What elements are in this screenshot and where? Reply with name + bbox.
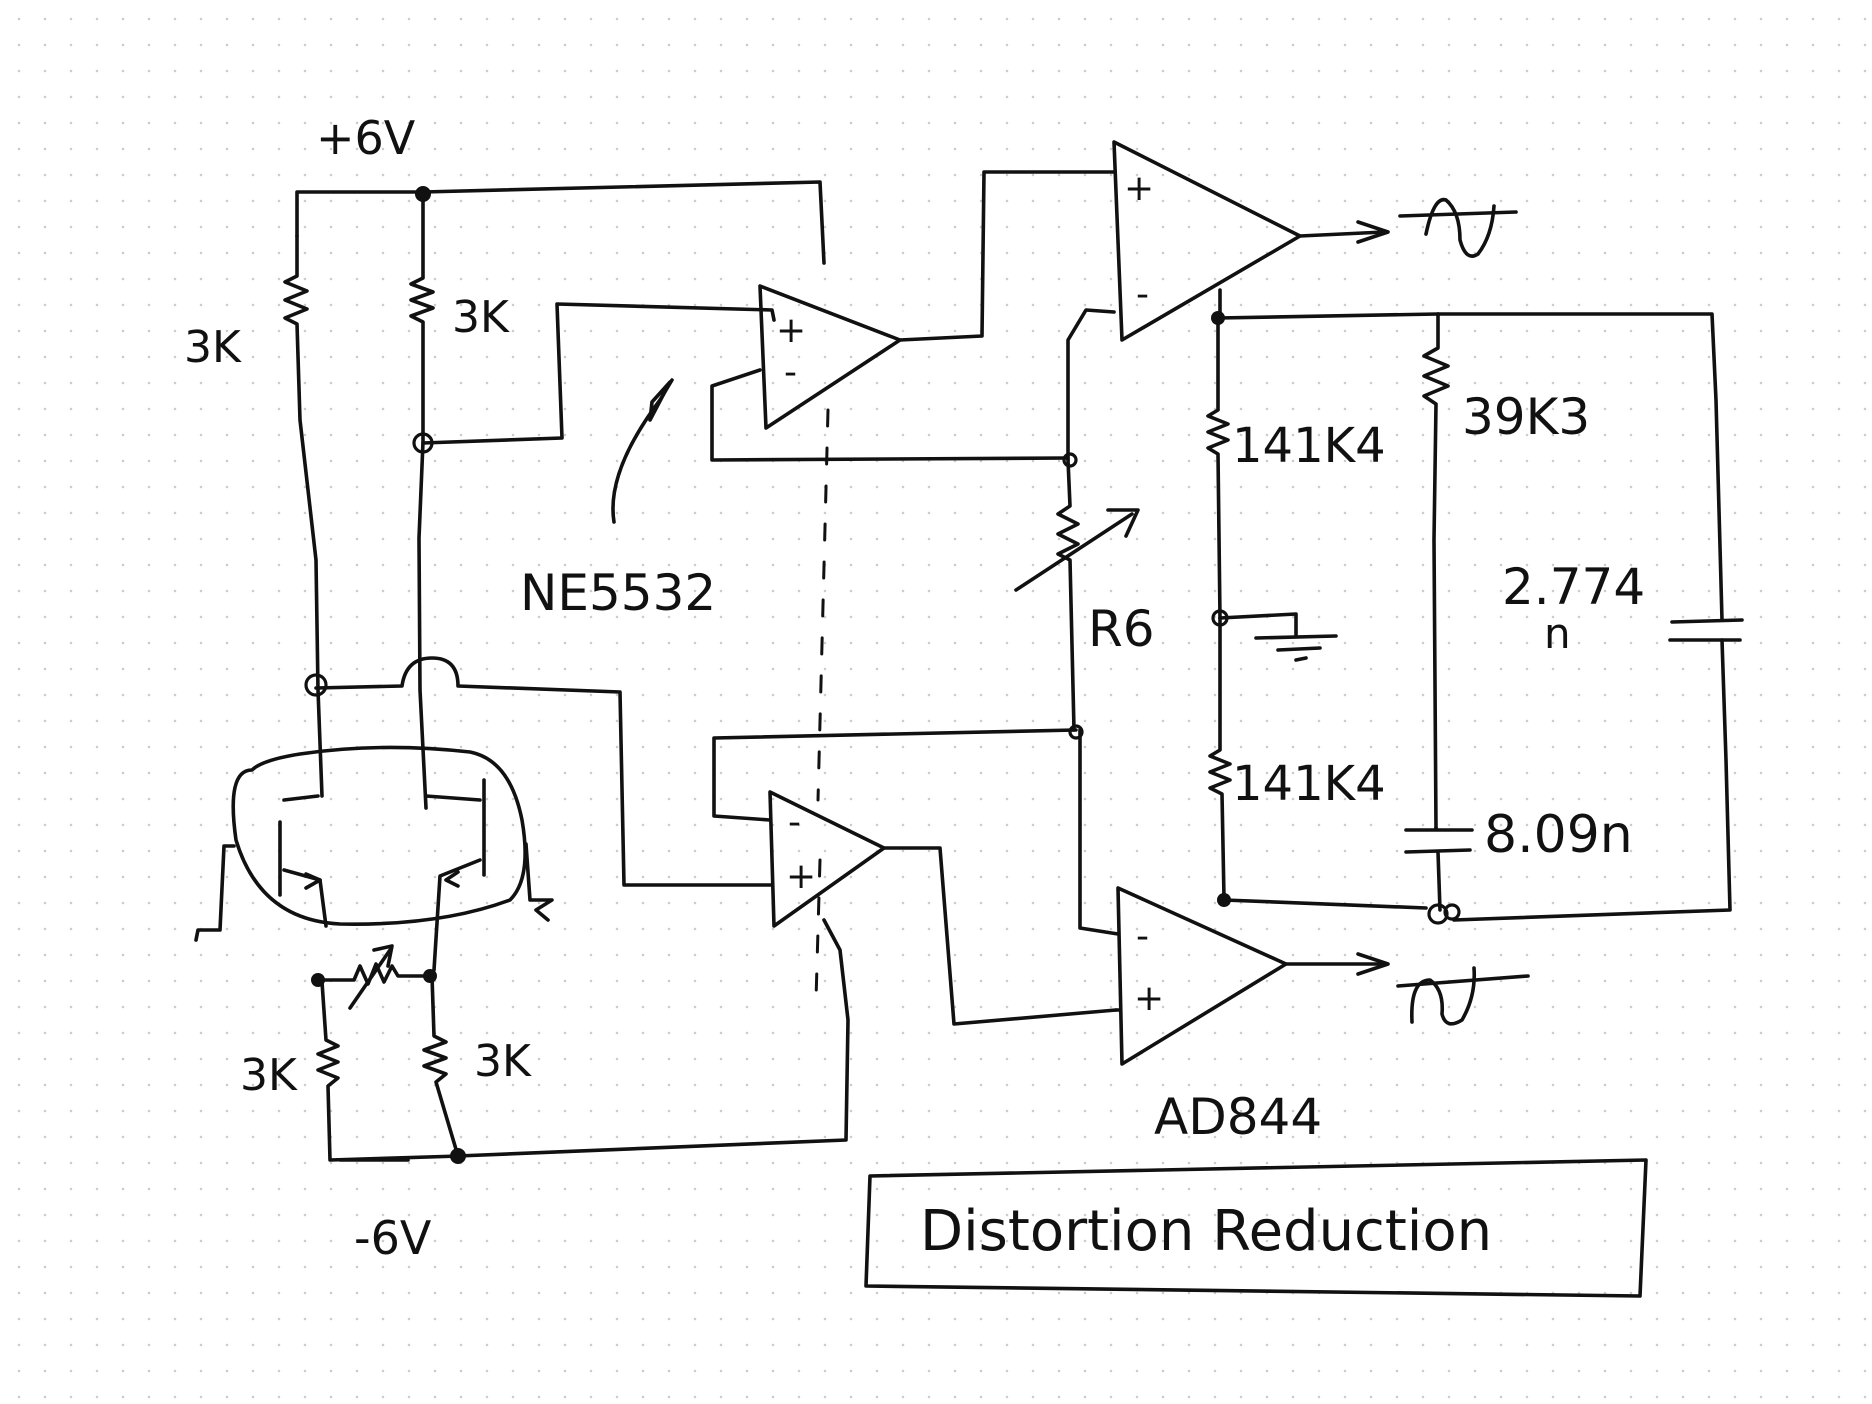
opamp-ad844-lower-symbol xyxy=(1078,728,1390,1066)
label-supply-pos: +6V xyxy=(316,111,416,165)
label-r-bottom-left: 3K xyxy=(240,1050,298,1101)
label-r-top-left: 3K xyxy=(184,322,242,373)
resistor-bottom-right-symbol xyxy=(422,974,460,1158)
pin-ne5532-lower-minus: - xyxy=(788,802,801,843)
label-r-fb-lower: 141K4 xyxy=(1232,756,1386,812)
pin-ad844-upper-plus: + xyxy=(1124,168,1154,209)
dual-package-link xyxy=(816,408,830,802)
transistor-pair-symbol xyxy=(194,745,554,972)
label-r-gain: R6 xyxy=(1088,600,1155,658)
sine-wave-output-lower-icon xyxy=(1396,966,1530,1026)
top-supply-rail xyxy=(295,180,826,265)
resistor-fb-lower-symbol xyxy=(1208,616,1232,900)
label-r-bottom-right: 3K xyxy=(474,1036,532,1087)
node-top-right-divider xyxy=(412,302,776,454)
resistor-filter-symbol xyxy=(1422,312,1450,830)
diagram-title: Distortion Reduction xyxy=(920,1199,1492,1264)
pin-ad844-lower-plus: + xyxy=(1134,978,1164,1019)
feedback-network xyxy=(1206,288,1744,925)
node-supply-neg xyxy=(450,1148,466,1164)
label-r-top-right: 3K xyxy=(452,292,510,343)
pin-ad844-upper-minus: - xyxy=(1136,274,1149,315)
resistor-fb-upper-symbol xyxy=(1206,316,1230,620)
ground-symbol xyxy=(1254,634,1338,662)
capacitor-8-09n-symbol xyxy=(1404,826,1474,912)
node-left-divider xyxy=(304,656,774,887)
ne5532-pointer-arrow-icon xyxy=(611,378,674,524)
label-cap-filter-a-unit: n xyxy=(1544,609,1571,658)
opamp-ne5532-lower-symbol xyxy=(712,728,1118,1026)
resistor-bottom-left-symbol xyxy=(316,980,462,1162)
label-cap-filter-a-value: 2.774 xyxy=(1502,558,1645,616)
pin-ne5532-upper-minus: - xyxy=(784,352,797,393)
emitter-trim-pot-symbol xyxy=(311,944,437,1010)
r6-variable-resistor-symbol xyxy=(1014,452,1140,740)
pin-ad844-lower-minus: - xyxy=(1136,916,1149,957)
label-cap-filter-b: 8.09n xyxy=(1484,805,1633,865)
label-opamp-output: AD844 xyxy=(1154,1088,1322,1146)
opamp-ad844-upper-symbol xyxy=(1066,140,1390,462)
label-r-filter: 39K3 xyxy=(1462,388,1590,446)
label-opamp-driver: NE5532 xyxy=(520,564,716,622)
title-box xyxy=(864,1158,1648,1298)
bottom-supply-rail xyxy=(338,918,850,1164)
resistor-top-right-symbol xyxy=(409,192,435,810)
pin-ne5532-upper-plus: + xyxy=(776,310,806,351)
resistor-top-left-symbol xyxy=(283,234,324,798)
label-r-fb-upper: 141K4 xyxy=(1232,418,1386,474)
label-supply-neg: -6V xyxy=(354,1211,432,1265)
capacitor-2-774n-symbol xyxy=(1668,618,1744,642)
opamp-ne5532-upper-symbol xyxy=(710,170,1116,462)
pin-ne5532-lower-plus: + xyxy=(786,856,816,897)
sine-wave-output-upper-icon xyxy=(1398,197,1518,258)
